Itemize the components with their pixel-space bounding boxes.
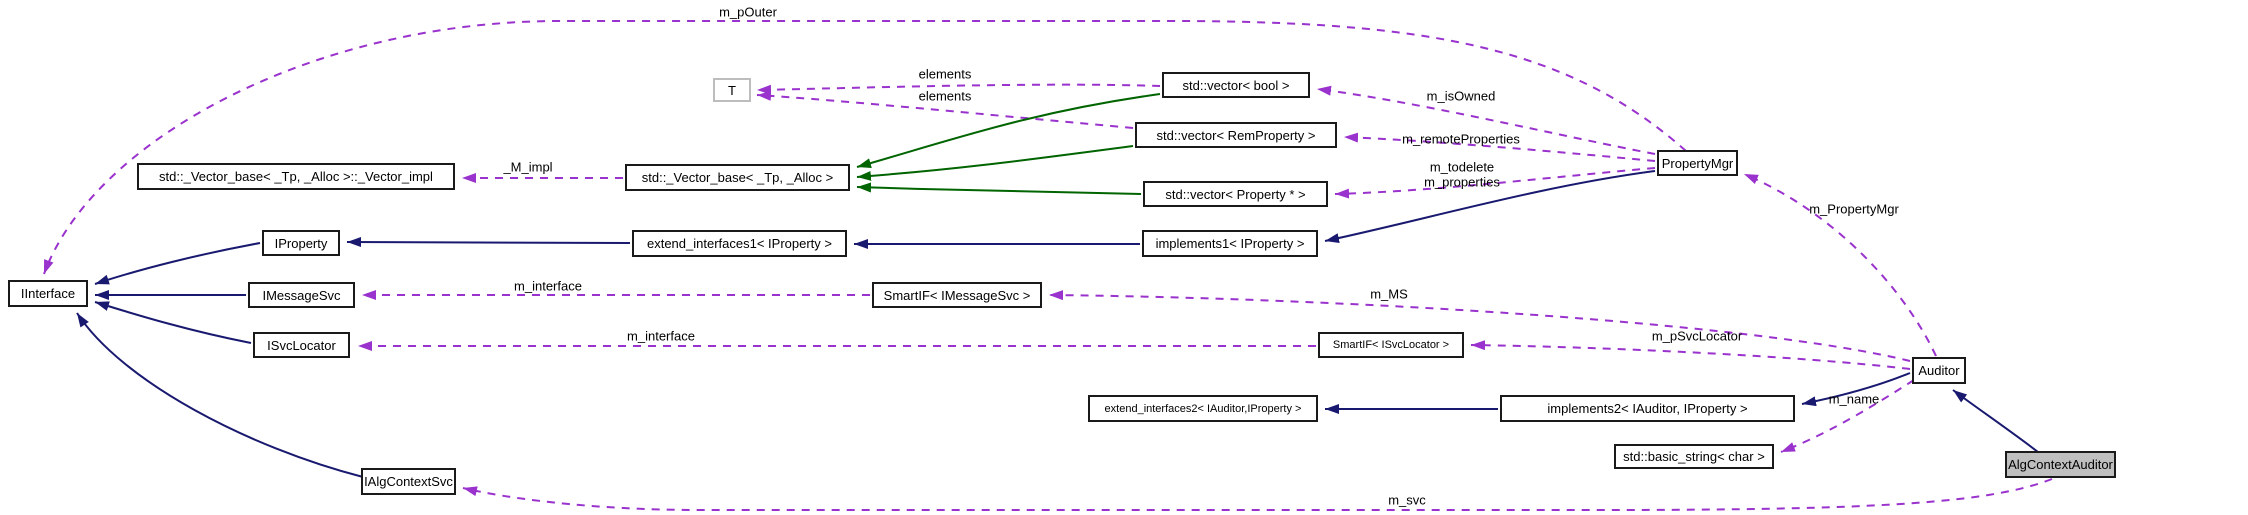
edge-property-mgr-to-vec-property-ptr: [1334, 167, 1656, 199]
edge-label-m-todelete: m_todelete: [1429, 159, 1495, 175]
node-iproperty[interactable]: IProperty: [262, 230, 340, 256]
edge-vec-bool-to-vector-base: [856, 93, 1161, 168]
node-vector-base-impl[interactable]: std::_Vector_base< _Tp, _Alloc >::_Vecto…: [137, 163, 455, 190]
node-algcontextauditor[interactable]: AlgContextAuditor: [2005, 451, 2116, 478]
node-ialgcontextsvc[interactable]: IAlgContextSvc: [361, 468, 456, 495]
node-iinterface[interactable]: IInterface: [8, 280, 88, 307]
edge-vec-property-ptr-to-vector-base: [856, 182, 1142, 195]
node-smartif-isvclocator[interactable]: SmartIF< ISvcLocator >: [1318, 332, 1464, 358]
edge-label-elements: elements: [918, 66, 972, 82]
node-vector-base[interactable]: std::_Vector_base< _Tp, _Alloc >: [625, 164, 850, 191]
edge-label-m-remoteproperties: m_remoteProperties: [1402, 131, 1520, 147]
edge-auditor-to-property-mgr: [1743, 173, 1937, 357]
node-imessagesvc[interactable]: IMessageSvc: [248, 282, 355, 308]
node-vec-remproperty[interactable]: std::vector< RemProperty >: [1135, 122, 1337, 148]
edge-label-m-ms: m_MS: [1370, 286, 1408, 302]
edge-label-m-pouter: m_pOuter: [719, 4, 777, 20]
edge-auditor-to-basic-string: [1780, 379, 1915, 453]
edge-label-m-isowned: m_isOwned: [1426, 88, 1496, 104]
node-extend-interfaces2[interactable]: extend_interfaces2< IAuditor,IProperty >: [1088, 395, 1318, 422]
edge-vec-bool-to-t: [756, 83, 1161, 95]
edge-ialgcontextsvc-to-iinterface: [76, 312, 364, 478]
node-vec-bool[interactable]: std::vector< bool >: [1162, 72, 1310, 98]
edge-property-mgr-to-vec-bool: [1316, 85, 1656, 155]
node-implements2[interactable]: implements2< IAuditor, IProperty >: [1500, 395, 1795, 422]
node-isvclocator[interactable]: ISvcLocator: [253, 332, 350, 358]
edge-auditor-to-smartif-imessagesvc: [1048, 290, 1911, 362]
edge-iproperty-to-iinterface: [94, 242, 261, 285]
node-implements1[interactable]: implements1< IProperty >: [1142, 230, 1318, 257]
node-auditor[interactable]: Auditor: [1912, 357, 1966, 384]
node-vec-property-ptr[interactable]: std::vector< Property * >: [1143, 181, 1328, 207]
edge-property-mgr-to-implements1: [1324, 170, 1656, 244]
edge-auditor-to-smartif-isvclocator: [1470, 340, 1911, 370]
edge-property-mgr-to-vec-remproperty: [1343, 132, 1656, 162]
edge-auditor-to-implements2: [1801, 372, 1911, 407]
edge-label-elements: elements: [918, 88, 972, 104]
edge-isvclocator-to-iinterface: [94, 301, 252, 344]
node-t: T: [713, 78, 751, 102]
edge-algcontextauditor-to-ialgcontextsvc: [462, 478, 2053, 511]
edge-property-mgr-to-iinterface: [43, 20, 1687, 275]
edge-label-m-psvclocator: m_pSvcLocator: [1651, 328, 1743, 344]
edge-label-m-properties: m_properties: [1424, 174, 1500, 190]
node-extend-interfaces1[interactable]: extend_interfaces1< IProperty >: [632, 230, 847, 257]
edge-algcontextauditor-to-auditor: [1952, 389, 2039, 453]
node-property-mgr[interactable]: PropertyMgr: [1657, 150, 1738, 176]
edge-label-m-interface: m_interface: [627, 328, 695, 344]
edge-label-m-name: m_name: [1828, 391, 1880, 407]
edge-label-m-svc: m_svc: [1388, 492, 1426, 508]
edge-label--m-impl: _M_impl: [503, 159, 553, 175]
edge-extend-interfaces1-to-iproperty: [346, 237, 631, 248]
edge-label-m-interface: m_interface: [514, 278, 582, 294]
node-basic-string[interactable]: std::basic_string< char >: [1614, 444, 1774, 469]
edge-label-m-propertymgr: m_PropertyMgr: [1809, 201, 1899, 217]
edge-vec-remproperty-to-vector-base: [856, 145, 1134, 181]
node-smartif-imessagesvc[interactable]: SmartIF< IMessageSvc >: [872, 282, 1042, 308]
